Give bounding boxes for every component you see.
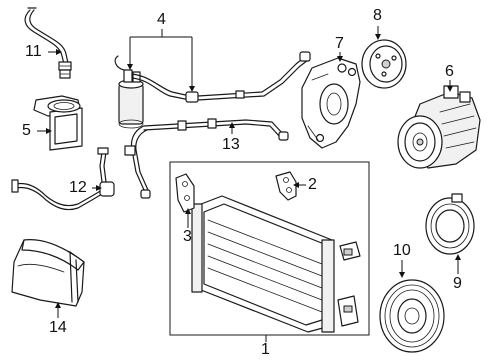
callout-7: 7 [335,35,344,52]
part-pulley-10 [379,279,445,353]
callout-9: 9 [453,275,462,292]
part-hose-12 [11,147,115,211]
part-bracket-7 [301,57,361,149]
callout-5: 5 [22,122,31,139]
part-seal-5 [33,95,83,151]
part-clutch-plate-8 [361,39,407,89]
callout-13: 13 [222,136,240,153]
callout-14: 14 [49,319,67,336]
callout-2: 2 [308,176,317,193]
callout-10: 10 [393,242,411,259]
callout-12: 12 [69,179,87,196]
callout-4: 4 [157,11,166,28]
part-hose-11 [24,7,72,79]
callout-1: 1 [261,341,270,358]
part-coil-9 [425,193,475,255]
part-condenser-1 [169,161,370,336]
part-drier-4 [114,51,311,129]
part-insulator-14 [11,239,85,307]
leader-lines [37,26,461,342]
callout-3: 3 [183,228,192,245]
part-bracket-2 [275,171,297,201]
part-compressor-6 [397,85,481,169]
callout-6: 6 [445,63,454,80]
part-line-13 [124,118,289,199]
part-bracket-3 [175,173,195,213]
callout-8: 8 [373,7,382,24]
callout-11: 11 [25,43,42,60]
